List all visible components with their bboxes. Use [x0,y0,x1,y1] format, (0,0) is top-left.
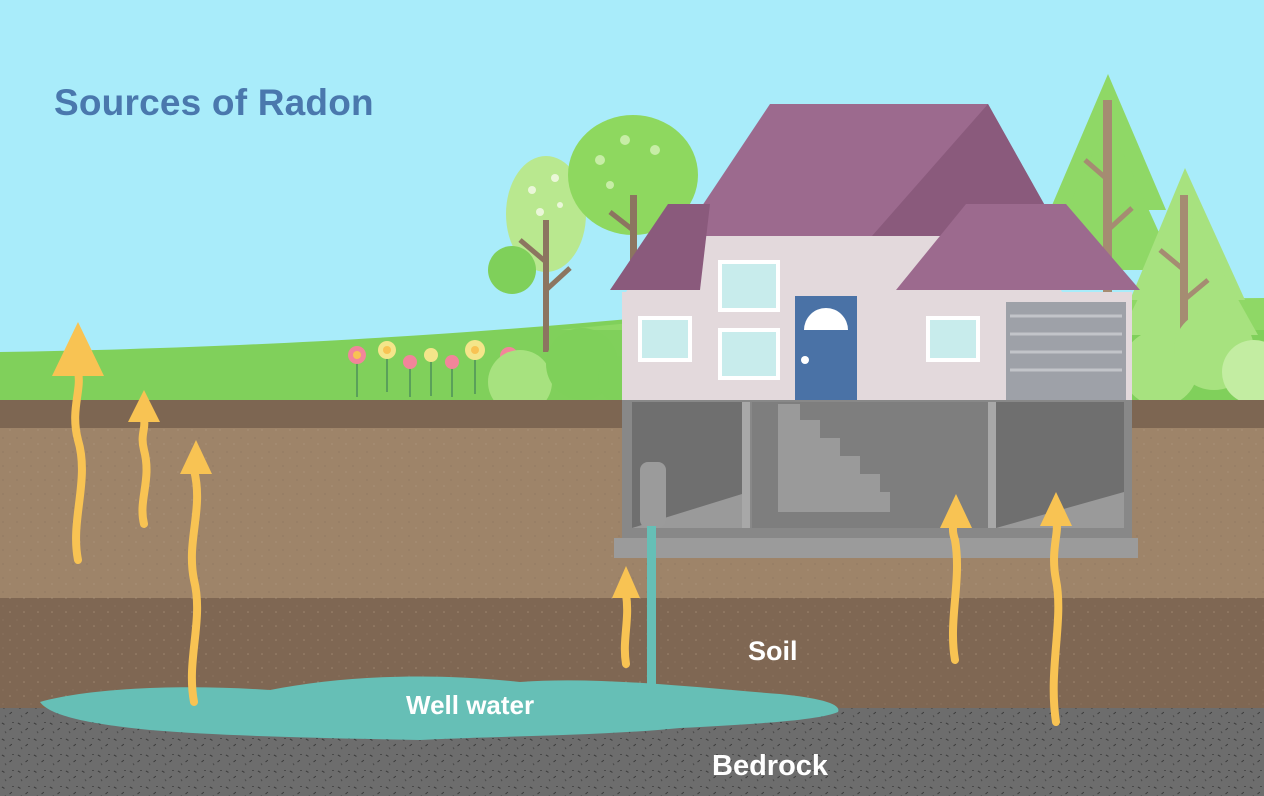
well-pump-tank [640,462,666,528]
well-pipe-icon [647,526,656,692]
radon-arrows [71,368,1063,726]
bedrock-label: Bedrock [712,750,829,782]
upward-radon-arrow-icon [620,590,632,668]
diagram-title: Sources of Radon [54,82,374,123]
upward-radon-arrow-icon [187,466,202,706]
foundation-slab [614,538,1138,558]
roof-right [896,204,1140,290]
roof-left [610,204,710,290]
upward-radon-arrow-icon [1049,518,1063,726]
well-water-pool [40,676,839,740]
upward-radon-arrow-icon [138,416,151,528]
basement-stairs [778,404,890,512]
pine-tree-icon [1120,168,1258,335]
flower-icon [424,348,438,396]
well-water-label: Well water [406,690,535,720]
flower-icon [445,355,459,397]
upward-radon-arrow-icon [949,518,961,664]
tree-icon [506,156,586,352]
house-icon [610,104,1140,400]
soil-label: Soil [748,636,798,666]
tree-icon [568,115,698,315]
flower-icon [403,355,417,397]
basement [614,398,1138,558]
radon-arrowheads [52,322,1072,598]
upward-radon-arrow-icon [71,368,86,564]
bush [488,246,536,294]
flower-icon [465,340,485,394]
flower-icon [378,341,396,392]
bushes [488,310,1264,414]
flower-icon [348,346,366,397]
